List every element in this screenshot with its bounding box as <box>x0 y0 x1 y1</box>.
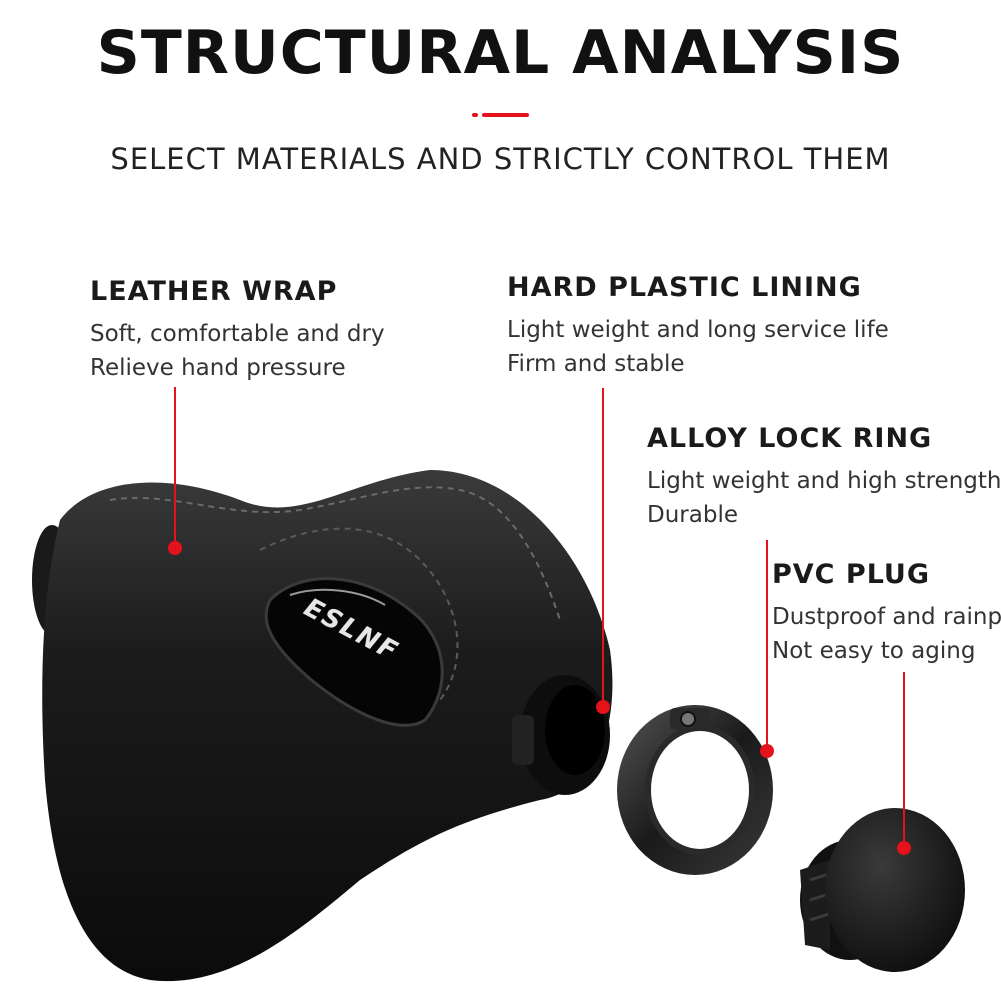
leader-line <box>174 387 176 545</box>
callout-leather-wrap: LEATHER WRAP Soft, comfortable and dry R… <box>90 276 385 385</box>
page-subtitle: SELECT MATERIALS AND STRICTLY CONTROL TH… <box>110 142 891 176</box>
callout-line: Durable <box>647 502 738 528</box>
leader-dot <box>760 744 774 758</box>
callout-heading: ALLOY LOCK RING <box>647 423 933 454</box>
callout-line: Dustproof and rainp <box>772 604 1001 630</box>
leader-line <box>903 672 905 844</box>
callout-hard-plastic-lining: HARD PLASTIC LINING Light weight and lon… <box>507 272 889 381</box>
leader-line <box>766 540 768 746</box>
callout-line: Relieve hand pressure <box>90 355 346 381</box>
callout-alloy-lock-ring: ALLOY LOCK RING Light weight and high st… <box>647 423 1001 532</box>
accent-bar <box>482 113 529 117</box>
lock-ring <box>617 705 773 875</box>
callout-heading: HARD PLASTIC LINING <box>507 272 862 303</box>
callout-line: Soft, comfortable and dry <box>90 321 385 347</box>
callout-line: Light weight and long service life <box>507 317 889 343</box>
leader-dot <box>596 700 610 714</box>
callout-heading: LEATHER WRAP <box>90 276 338 307</box>
callout-line: Firm and stable <box>507 351 685 377</box>
page-title: STRUCTURAL ANALYSIS <box>96 18 905 88</box>
grip-body <box>32 470 613 982</box>
leader-dot <box>168 541 182 555</box>
callout-line: Light weight and high strength <box>647 468 1001 494</box>
leader-line <box>602 388 604 704</box>
callout-heading: PVC PLUG <box>772 559 931 590</box>
callout-line: Not easy to aging <box>772 638 976 664</box>
pvc-plug <box>800 808 965 972</box>
accent-dot <box>472 113 478 117</box>
callout-pvc-plug: PVC PLUG Dustproof and rainp Not easy to… <box>772 559 1001 668</box>
leader-dot <box>897 841 911 855</box>
